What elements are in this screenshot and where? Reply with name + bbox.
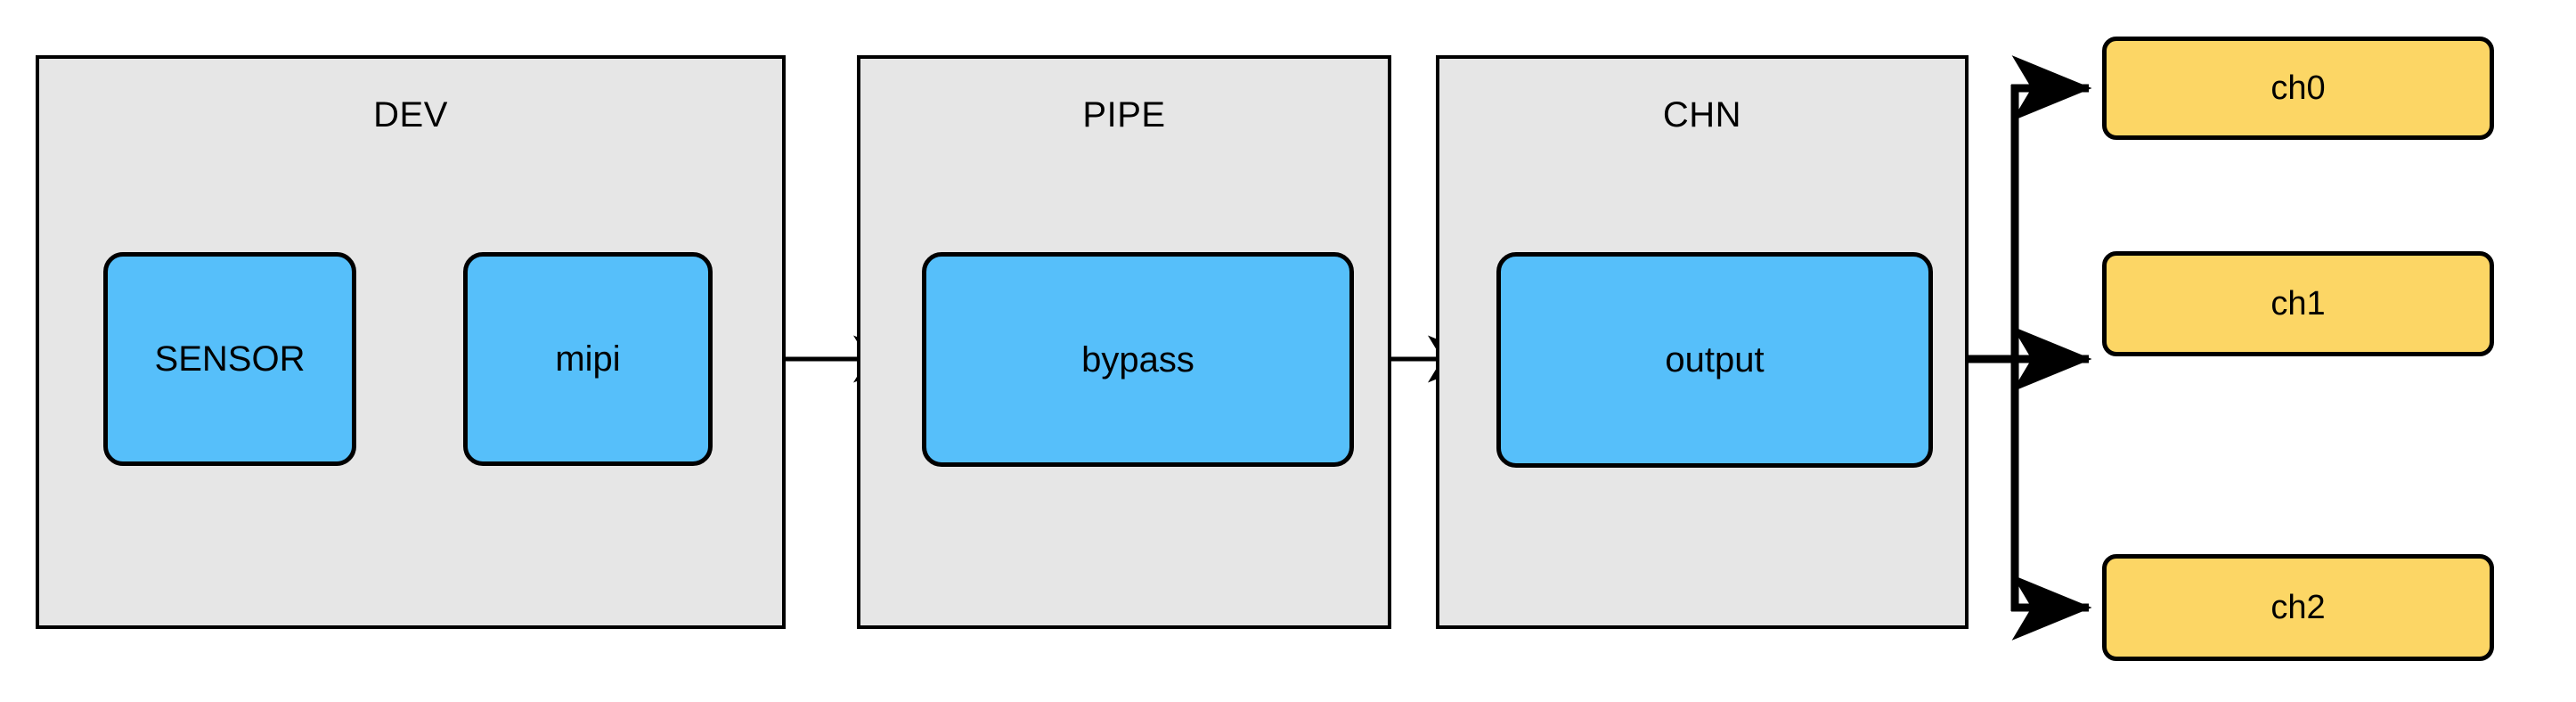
- cluster-chn-label: CHN: [1662, 95, 1742, 135]
- node-mipi[interactable]: mipi: [463, 252, 713, 466]
- node-ch2[interactable]: ch2: [2102, 554, 2494, 661]
- node-output-label: output: [1665, 340, 1765, 380]
- cluster-dev-label: DEV: [373, 95, 448, 135]
- node-ch0[interactable]: ch0: [2102, 37, 2494, 140]
- node-bypass[interactable]: bypass: [922, 252, 1354, 467]
- cluster-pipe-label: PIPE: [1082, 95, 1166, 135]
- node-sensor-label: SENSOR: [154, 339, 306, 379]
- node-ch1-label: ch1: [2270, 285, 2326, 322]
- node-ch1[interactable]: ch1: [2102, 251, 2494, 356]
- node-sensor[interactable]: SENSOR: [103, 252, 356, 466]
- node-output[interactable]: output: [1496, 252, 1933, 468]
- node-mipi-label: mipi: [555, 339, 621, 379]
- node-bypass-label: bypass: [1081, 339, 1194, 380]
- node-ch2-label: ch2: [2270, 589, 2326, 626]
- node-ch0-label: ch0: [2270, 69, 2326, 107]
